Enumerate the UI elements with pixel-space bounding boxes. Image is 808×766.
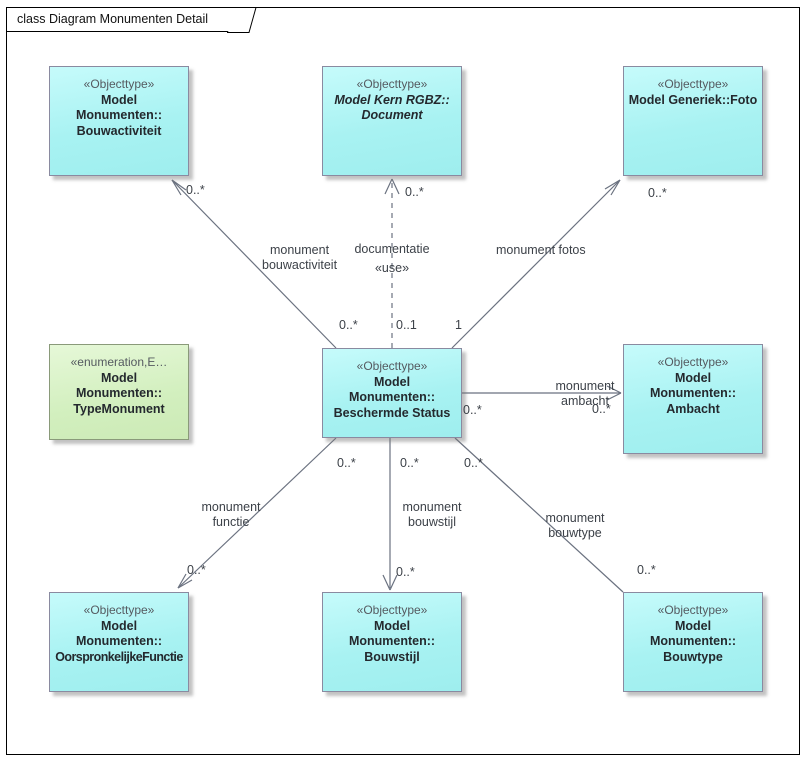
edge-label-monument-functie: monument functie: [197, 500, 265, 530]
stereotype-label: «Objecttype»: [83, 77, 155, 91]
class-box-document[interactable]: «Objecttype» Model Kern RGBZ:: Document: [322, 66, 462, 176]
class-name-line: Monumenten::: [649, 634, 737, 648]
diagram-frame: [6, 7, 800, 755]
multiplicity-foto-target: 0..*: [648, 186, 667, 200]
class-box-bouwstijl[interactable]: «Objecttype» Model Monumenten:: Bouwstij…: [322, 592, 462, 692]
multiplicity-bouwactiviteit-target: 0..*: [186, 183, 205, 197]
edge-label-monument-bouwtype: monument bouwtype: [538, 511, 612, 541]
box-fill: [50, 593, 188, 691]
class-name-line: Ambacht: [666, 401, 720, 416]
class-name-line: Model Kern RGBZ::: [334, 92, 450, 107]
label-line: bouwtype: [548, 526, 602, 540]
edge-label-monument-bouwactiviteit: monument bouwactiviteit: [262, 243, 337, 273]
class-box-typemonument[interactable]: «enumeration,E… Model Monumenten:: TypeM…: [49, 344, 189, 440]
box-fill: [50, 67, 188, 175]
multiplicity-ambacht-target: 0..*: [592, 402, 611, 416]
box-fill: [323, 593, 461, 691]
multiplicity-ambacht-source: 0..*: [463, 403, 482, 417]
label-line: documentatie: [354, 242, 430, 256]
page-title: class Diagram Monumenten Detail: [17, 12, 209, 26]
multiplicity-document-source: 0..1: [396, 318, 417, 332]
diagram-title-tab[interactable]: class Diagram Monumenten Detail: [6, 7, 234, 32]
class-box-ambacht[interactable]: «Objecttype» Model Monumenten:: Ambacht: [623, 344, 763, 454]
class-name-line: Model: [100, 618, 138, 633]
multiplicity-bouwtype-target: 0..*: [637, 563, 656, 577]
class-name-line: Monumenten::: [75, 634, 163, 648]
label-line: bouwactiviteit: [262, 258, 338, 272]
class-name-line: Monumenten::: [348, 634, 436, 648]
multiplicity-foto-source: 1: [455, 318, 462, 332]
class-box-beschermde-status[interactable]: «Objecttype» Model Monumenten:: Bescherm…: [322, 348, 462, 438]
stereotype-label: «Objecttype»: [356, 603, 428, 617]
class-name-line: Monumenten::: [75, 386, 163, 400]
label-line: monument: [269, 243, 330, 257]
stereotype-label: «Objecttype»: [83, 603, 155, 617]
label-line: bouwstijl: [408, 515, 456, 529]
class-box-bouwtype[interactable]: «Objecttype» Model Monumenten:: Bouwtype: [623, 592, 763, 692]
multiplicity-functie-source: 0..*: [337, 456, 356, 470]
multiplicity-document-target: 0..*: [405, 185, 424, 199]
box-fill: [624, 593, 762, 691]
box-fill: [323, 349, 461, 437]
multiplicity-functie-target: 0..*: [187, 563, 206, 577]
box-fill: [323, 67, 461, 175]
class-name-line: Model Generiek::Foto: [628, 92, 758, 107]
class-box-bouwactiviteit[interactable]: «Objecttype» Model Monumenten:: Bouwacti…: [49, 66, 189, 176]
edge-label-monument-bouwstijl: monument bouwstijl: [396, 500, 468, 530]
label-line: monument: [201, 500, 261, 514]
multiplicity-bouwstijl-source: 0..*: [400, 456, 419, 470]
class-name-line: Bouwactiviteit: [76, 123, 162, 138]
label-line: «use»: [374, 261, 410, 275]
stereotype-label: «Objecttype»: [356, 77, 428, 91]
multiplicity-bouwstijl-target: 0..*: [396, 565, 415, 579]
class-name-line: Model: [100, 370, 138, 385]
class-name-line: TypeMonument: [73, 401, 165, 416]
edge-label-monument-fotos: monument fotos: [496, 243, 586, 258]
multiplicity-bouwtype-source: 0..*: [464, 456, 483, 470]
title-tab-slant: [227, 7, 257, 33]
class-name-line: Model: [674, 618, 712, 633]
class-name-line: Model: [373, 618, 411, 633]
stereotype-label: «Objecttype»: [657, 603, 729, 617]
class-name-line: Document: [361, 108, 423, 122]
class-name-line: Model: [100, 92, 138, 107]
multiplicity-bouwactiviteit-source: 0..*: [339, 318, 358, 332]
label-line: ambacht: [561, 394, 609, 408]
box-fill: [624, 67, 762, 175]
label-line: monument fotos: [496, 243, 586, 257]
class-name-line: Model: [674, 370, 712, 385]
class-box-foto[interactable]: «Objecttype» Model Generiek::Foto: [623, 66, 763, 176]
stereotype-label: «Objecttype»: [356, 359, 428, 373]
class-name-line: Monumenten::: [348, 390, 436, 404]
class-name-line: Beschermde Status: [333, 405, 451, 420]
class-name-line: Bouwstijl: [364, 649, 420, 664]
class-name-line: Monumenten::: [649, 386, 737, 400]
label-line: monument: [402, 500, 462, 514]
class-box-oorspronkelijke-functie[interactable]: «Objecttype» Model Monumenten:: Oorspron…: [49, 592, 189, 692]
class-name-line: Bouwtype: [663, 649, 723, 664]
class-name-line: Monumenten::: [75, 108, 163, 122]
stereotype-label: «Objecttype»: [657, 77, 729, 91]
label-line: functie: [212, 515, 250, 529]
edge-label-monument-ambacht: monument ambacht: [545, 379, 625, 409]
edge-label-documentatie: documentatie «use»: [350, 242, 434, 276]
box-fill: [50, 345, 188, 439]
label-line: monument: [545, 511, 605, 525]
label-line: monument: [555, 379, 615, 393]
box-fill: [624, 345, 762, 453]
class-name-line: Model: [373, 374, 411, 389]
class-name-line: OorspronkelijkeFunctie: [55, 649, 183, 664]
stereotype-label: «Objecttype»: [657, 355, 729, 369]
stereotype-label: «enumeration,E…: [70, 355, 168, 369]
